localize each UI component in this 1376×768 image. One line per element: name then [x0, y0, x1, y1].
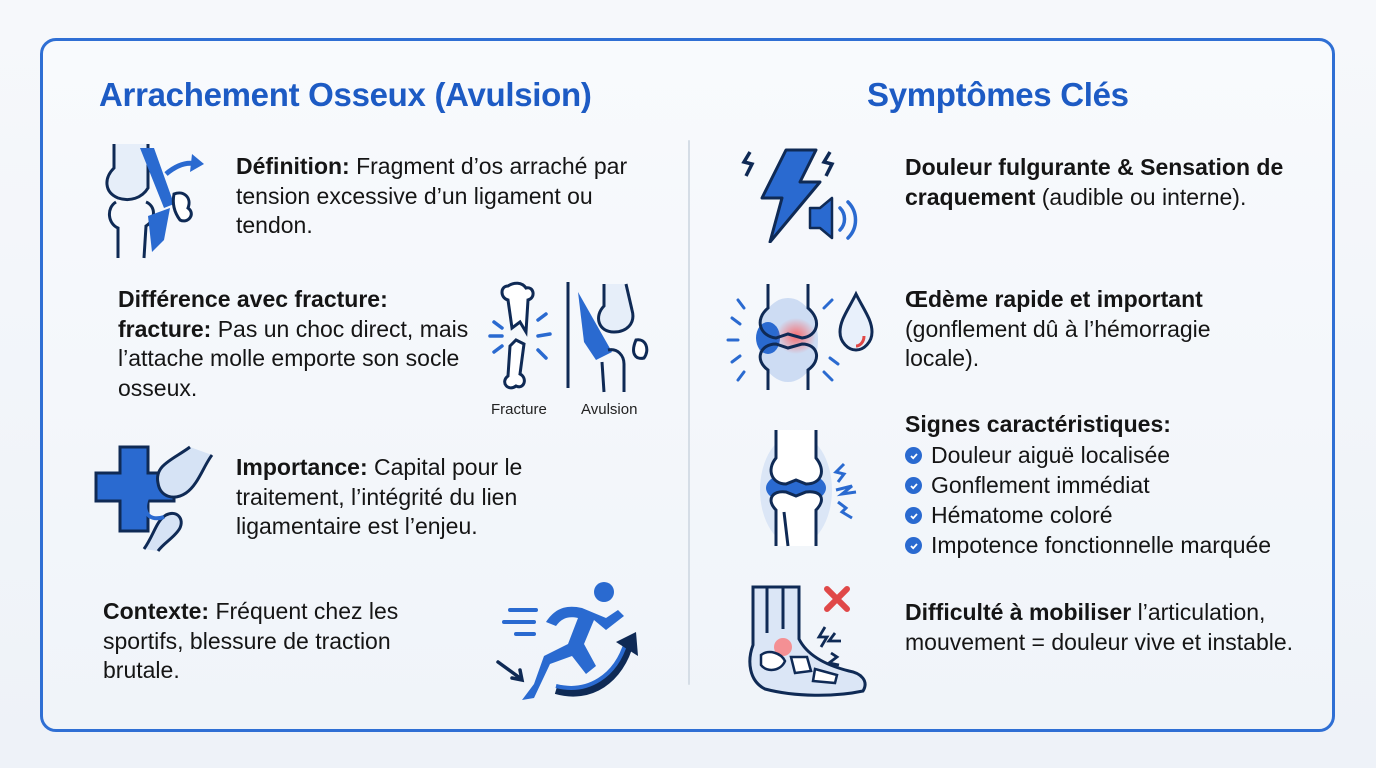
medical-cross-joint-icon: [94, 445, 214, 552]
sign-text: Gonflement immédiat: [931, 471, 1150, 498]
swollen-joint-drop-icon: [726, 284, 874, 390]
avulsion-caption: Avulsion: [581, 401, 638, 418]
difference-label: Différence avec fracture: fracture:: [118, 286, 388, 342]
signs-label: Signes caractéristiques:: [905, 411, 1171, 437]
check-circle-icon: [905, 447, 922, 464]
context-body: Fréquent chez les sportifs, blessure de …: [103, 598, 399, 683]
fracture-caption: Fracture: [491, 401, 547, 418]
mobility-body: l’articulation, mouvement = douleur vive…: [905, 599, 1294, 655]
context-text: Contexte: Fréquent chez les sportifs, bl…: [103, 597, 453, 686]
infographic-card: [40, 38, 1335, 732]
difference-body: Pas un choc direct, mais l’attache molle…: [118, 315, 469, 401]
left-title: Arrachement Osseux (Avulsion): [99, 76, 592, 113]
lightning-sound-icon: [741, 148, 858, 243]
sign-text: Douleur aiguë localisée: [931, 441, 1171, 468]
sign-text: Hématome coloré: [931, 501, 1113, 528]
pain-crack-label: Douleur fulgurante & Sensation de craque…: [905, 154, 1284, 210]
pain-crack-body: (audible ou interne).: [1035, 183, 1247, 210]
edema-body: (gonflement dû à l’hémorragie locale).: [905, 315, 1211, 372]
definition-body: Fragment d’os arraché par tension excess…: [236, 153, 628, 238]
check-circle-icon: [905, 507, 922, 524]
definition-text: Définition: Fragment d’os arraché par te…: [236, 152, 636, 241]
signs-list: Douleur aiguë localisée Gonflement imméd…: [905, 441, 1305, 561]
importance-text: Importance: Capital pour le traitement, …: [236, 453, 636, 542]
signs-list-item: Douleur aiguë localisée: [905, 441, 1305, 471]
importance-body: Capital pour le traitement, l’intégrité …: [236, 454, 523, 539]
right-title: Symptômes Clés: [867, 76, 1129, 113]
column-divider: [688, 140, 690, 685]
signs-list-item: Hématome coloré: [905, 501, 1305, 531]
signs-list-item: Gonflement immédiat: [905, 471, 1305, 501]
sign-text: Impotence fonctionnelle marquée: [931, 531, 1272, 558]
edema-text: Œdème rapide et important (gonflement dû…: [905, 285, 1285, 374]
importance-label: Importance:: [236, 454, 368, 480]
difference-text: Différence avec fracture: fracture: Pas …: [118, 285, 478, 403]
definition-label: Définition:: [236, 153, 350, 179]
check-circle-icon: [905, 477, 922, 494]
knee-avulsion-icon: [105, 144, 204, 259]
runner-icon: [496, 582, 638, 700]
signs-list-item: Impotence fonctionnelle marquée: [905, 531, 1305, 561]
edema-label: Œdème rapide et important: [905, 286, 1203, 312]
context-label: Contexte:: [103, 598, 210, 624]
mobility-label: Difficulté à mobiliser: [905, 599, 1132, 625]
mobility-text: Difficulté à mobiliser l’articulation, m…: [905, 598, 1305, 657]
ankle-no-movement-icon: [748, 585, 867, 697]
fracture-vs-avulsion-icon: [488, 281, 649, 393]
pain-crack-text: Douleur fulgurante & Sensation de craque…: [905, 153, 1285, 212]
signs-section: Signes caractéristiques: Douleur aiguë l…: [905, 410, 1305, 561]
knee-pain-icon: [760, 430, 857, 547]
check-circle-icon: [905, 537, 922, 554]
